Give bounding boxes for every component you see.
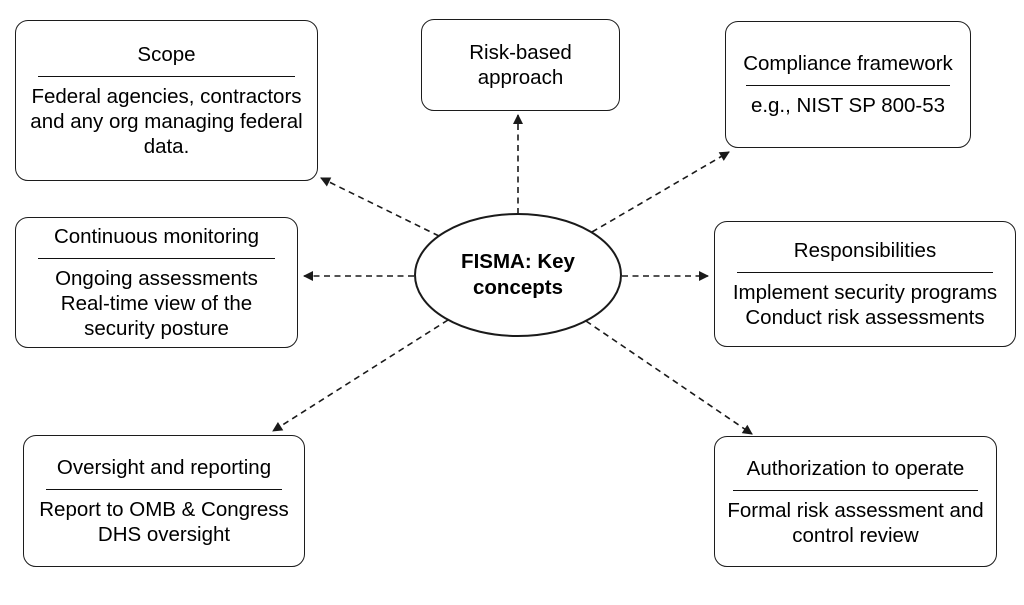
- center-node-label: FISMA: Key concepts: [461, 250, 575, 299]
- node-continuous-monitoring: Continuous monitoring Ongoing assessment…: [15, 217, 298, 348]
- node-divider: [732, 489, 979, 491]
- node-body: Formal risk assessment and control revie…: [725, 498, 986, 548]
- node-scope: Scope Federal agencies, contractors and …: [15, 20, 318, 181]
- node-body: Implement security programs Conduct risk…: [733, 280, 997, 330]
- node-divider: [737, 272, 993, 273]
- node-oversight-and-reporting: Oversight and reporting Report to OMB & …: [23, 435, 305, 567]
- node-body-line: Formal risk assessment and control revie…: [727, 498, 984, 547]
- node-body-line: Ongoing assessments: [55, 267, 258, 290]
- node-body-line: DHS oversight: [97, 523, 231, 546]
- node-title: Authorization to operate: [746, 456, 965, 480]
- node-risk-based-approach: Risk-based approach: [421, 19, 620, 111]
- node-authorization-to-operate: Authorization to operate Formal risk ass…: [714, 436, 997, 567]
- node-title: Compliance framework: [743, 52, 953, 75]
- arrow-to-scope: [320, 177, 440, 237]
- node-title: Responsibilities: [793, 239, 937, 262]
- node-body-line: Federal agencies, contractors and any or…: [30, 85, 303, 158]
- node-body-line: Report to OMB & Congress: [39, 498, 289, 521]
- arrow-to-compliance-framework: [591, 151, 730, 233]
- arrow-to-oversight: [272, 319, 449, 432]
- node-body-line: Conduct risk assessments: [745, 306, 985, 329]
- center-node: FISMA: Key concepts: [418, 215, 618, 335]
- node-body-line: Real-time view of the security posture: [60, 292, 253, 340]
- node-body-line: e.g., NIST SP 800-53: [750, 94, 946, 117]
- node-body: Ongoing assessments Real-time view of th…: [42, 266, 272, 341]
- center-node-ellipse: [414, 213, 622, 337]
- node-divider: [45, 489, 283, 490]
- node-body-line: Implement security programs: [732, 281, 998, 304]
- node-divider: [37, 258, 276, 259]
- node-body: Report to OMB & Congress DHS oversight: [39, 497, 289, 547]
- node-body: e.g., NIST SP 800-53: [751, 93, 945, 118]
- arrow-to-authorization: [585, 320, 753, 435]
- node-divider: [38, 76, 295, 77]
- node-body: Federal agencies, contractors and any or…: [30, 84, 303, 159]
- node-title: Oversight and reporting: [56, 456, 272, 479]
- node-title: Scope: [137, 43, 196, 66]
- node-divider: [746, 85, 950, 86]
- node-title: Continuous monitoring: [53, 225, 260, 248]
- node-title: Risk-based approach: [469, 41, 572, 89]
- node-compliance-framework: Compliance framework e.g., NIST SP 800-5…: [725, 21, 971, 148]
- node-responsibilities: Responsibilities Implement security prog…: [714, 221, 1016, 347]
